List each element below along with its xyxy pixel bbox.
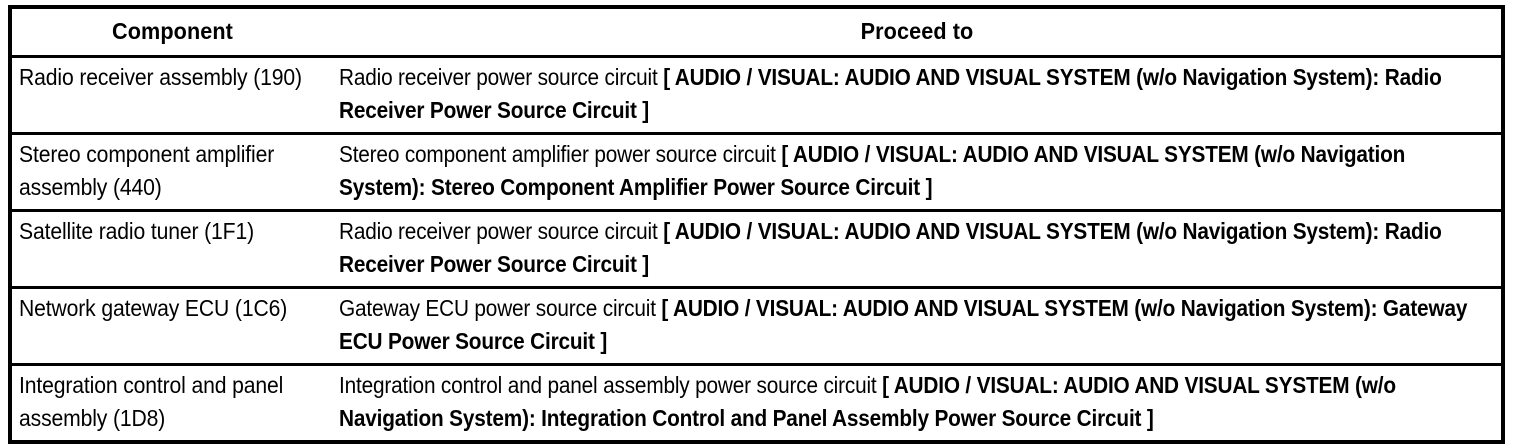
component-name: Network gateway ECU (1C6) [19,295,288,321]
column-header-component-label: Component [112,18,233,44]
column-header-proceed-to: Proceed to [332,9,1501,57]
proceed-to-text: Stereo component amplifier power source … [339,138,1495,204]
table-row: Radio receiver assembly (190) Radio rece… [12,55,1501,134]
column-header-component: Component [12,9,332,57]
cell-proceed-to: Stereo component amplifier power source … [332,132,1501,211]
proceed-to-text: Radio receiver power source circuit [ AU… [339,215,1495,281]
proceed-to-text: Integration control and panel assembly p… [339,369,1495,435]
proceed-to-reference[interactable]: [ AUDIO / VISUAL: AUDIO AND VISUAL SYSTE… [339,141,1406,200]
page-root: Component Proceed to Radio receiver asse… [8,5,1505,444]
procedure-table-container: Component Proceed to Radio receiver asse… [8,5,1505,444]
component-name: Satellite radio tuner (1F1) [19,218,254,244]
cell-component: Satellite radio tuner (1F1) [12,209,332,288]
cell-component: Integration control and panel assembly (… [12,363,332,440]
procedure-table: Component Proceed to Radio receiver asse… [12,9,1501,440]
cell-proceed-to: Integration control and panel assembly p… [332,363,1501,440]
proceed-to-text: Radio receiver power source circuit [ AU… [339,61,1495,127]
proceed-to-description: Integration control and panel assembly p… [339,372,883,398]
proceed-to-description: Radio receiver power source circuit [339,218,664,244]
proceed-to-reference[interactable]: [ AUDIO / VISUAL: AUDIO AND VISUAL SYSTE… [339,218,1442,277]
cell-component: Network gateway ECU (1C6) [12,286,332,365]
table-body: Radio receiver assembly (190) Radio rece… [12,55,1501,440]
cell-proceed-to: Gateway ECU power source circuit [ AUDIO… [332,286,1501,365]
cell-proceed-to: Radio receiver power source circuit [ AU… [332,209,1501,288]
proceed-to-description: Gateway ECU power source circuit [339,295,662,321]
cell-component: Radio receiver assembly (190) [12,55,332,134]
proceed-to-description: Radio receiver power source circuit [339,64,664,90]
proceed-to-text: Gateway ECU power source circuit [ AUDIO… [339,292,1495,358]
table-row: Integration control and panel assembly (… [12,363,1501,440]
cell-proceed-to: Radio receiver power source circuit [ AU… [332,55,1501,134]
component-name: Integration control and panel assembly (… [19,372,284,431]
table-row: Network gateway ECU (1C6) Gateway ECU po… [12,286,1501,365]
table-row: Stereo component amplifier assembly (440… [12,132,1501,211]
table-header: Component Proceed to [12,9,1501,57]
table-header-row: Component Proceed to [12,9,1501,57]
component-name: Radio receiver assembly (190) [19,64,302,90]
table-row: Satellite radio tuner (1F1) Radio receiv… [12,209,1501,288]
proceed-to-reference[interactable]: [ AUDIO / VISUAL: AUDIO AND VISUAL SYSTE… [339,295,1468,354]
cell-component: Stereo component amplifier assembly (440… [12,132,332,211]
proceed-to-description: Stereo component amplifier power source … [339,141,782,167]
component-name: Stereo component amplifier assembly (440… [19,141,275,200]
column-header-proceed-to-label: Proceed to [860,18,974,44]
proceed-to-reference[interactable]: [ AUDIO / VISUAL: AUDIO AND VISUAL SYSTE… [339,64,1442,123]
